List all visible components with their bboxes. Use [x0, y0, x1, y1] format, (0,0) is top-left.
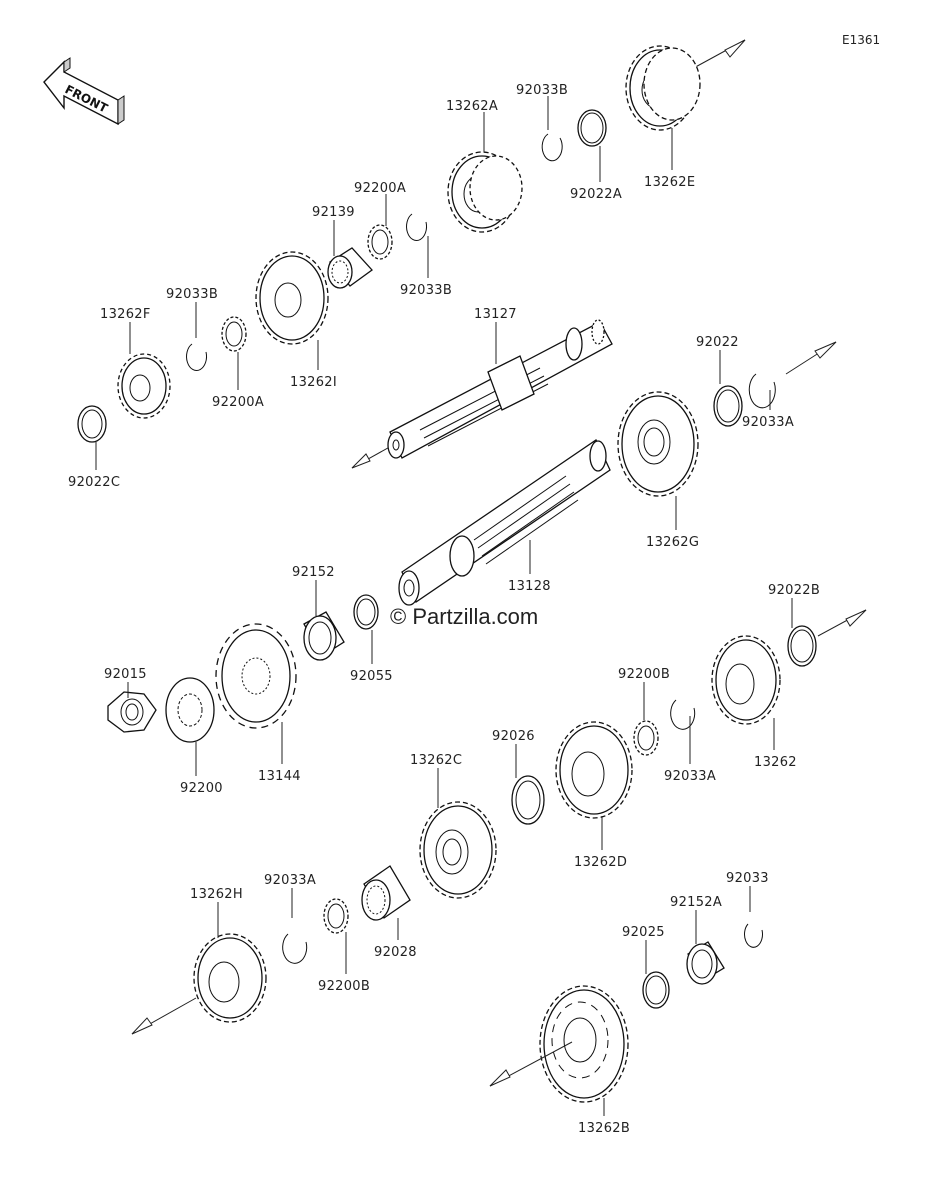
label-13262I: 13262I: [290, 375, 337, 390]
label-92028: 92028: [374, 945, 417, 960]
label-92055: 92055: [350, 669, 393, 684]
washer-92200B-low: [323, 898, 349, 934]
label-92033B-left: 92033B: [166, 287, 218, 302]
washer-92025: [642, 971, 670, 1009]
gear-13262A: [447, 151, 523, 233]
label-13262D: 13262D: [574, 855, 627, 870]
label-92033A-right: 92033A: [742, 415, 794, 430]
bearing-92028: [361, 865, 411, 921]
leader-lines: [95, 96, 793, 1116]
label-13262C: 13262C: [410, 753, 462, 768]
circlip-92033B-mid: [406, 213, 427, 241]
label-13262E: 13262E: [644, 175, 695, 190]
label-13127: 13127: [474, 307, 517, 322]
gear-13262E: [625, 45, 701, 131]
label-13262F: 13262F: [100, 307, 151, 322]
label-92200A-top: 92200A: [354, 181, 406, 196]
washer-92200A-top: [367, 224, 393, 260]
label-13144: 13144: [258, 769, 301, 784]
circlip-92033B-left: [186, 343, 207, 371]
label-92200A-left: 92200A: [212, 395, 264, 410]
label-92026: 92026: [492, 729, 535, 744]
label-92033: 92033: [726, 871, 769, 886]
label-92025: 92025: [622, 925, 665, 940]
label-92200B-low: 92200B: [318, 979, 370, 994]
label-13262A: 13262A: [446, 99, 498, 114]
label-13262G: 13262G: [646, 535, 699, 550]
circlip-92033A-right: [748, 373, 776, 409]
washer-92022: [713, 385, 743, 427]
washer-92022B: [787, 625, 817, 667]
circlip-92033A-low: [282, 933, 308, 964]
shaft-13128: [398, 439, 611, 606]
gear-13262: [711, 635, 781, 725]
label-92139: 92139: [312, 205, 355, 220]
gear-13262F: [117, 353, 171, 419]
label-92152: 92152: [292, 565, 335, 580]
gear-13262I: [255, 251, 329, 345]
circlip-92033: [744, 923, 763, 948]
label-92033A-mid: 92033A: [664, 769, 716, 784]
label-13262B: 13262B: [578, 1121, 630, 1136]
washer-92200: [165, 677, 215, 743]
label-92022: 92022: [696, 335, 739, 350]
bearing-92139: [327, 247, 373, 289]
label-13128: 13128: [508, 579, 551, 594]
circlip-92033B-top: [541, 133, 563, 162]
label-92033B-top: 92033B: [516, 83, 568, 98]
label-92015: 92015: [104, 667, 147, 682]
washer-92022A: [577, 109, 607, 147]
gear-13262H: [193, 933, 267, 1023]
label-13262: 13262: [754, 755, 797, 770]
sprocket-13144: [215, 623, 297, 729]
shaft-13127: [351, 319, 613, 469]
collar-92152: [303, 611, 345, 661]
collar-92152A: [686, 941, 725, 985]
label-13262H: 13262H: [190, 887, 243, 902]
label-92033A-low: 92033A: [264, 873, 316, 888]
front-arrow-icon: FRONT: [43, 57, 125, 126]
gear-13262D: [555, 721, 633, 819]
gear-13262C: [419, 801, 497, 899]
oring-92055: [353, 594, 379, 630]
label-92022B: 92022B: [768, 583, 820, 598]
gear-13262B: [539, 985, 629, 1103]
washer-92026: [511, 775, 545, 825]
label-92033B-mid: 92033B: [400, 283, 452, 298]
label-92152A: 92152A: [670, 895, 722, 910]
washer-92022C: [77, 405, 107, 443]
diagram-code: E1361: [842, 33, 880, 47]
washer-92200B-right: [633, 720, 659, 756]
label-92200: 92200: [180, 781, 223, 796]
watermark-text: © Partzilla.com: [390, 604, 538, 629]
nut-92015: [107, 691, 157, 733]
label-92200B-right: 92200B: [618, 667, 670, 682]
gear-13262G: [617, 391, 699, 497]
label-92022C: 92022C: [68, 475, 120, 490]
label-92022A: 92022A: [570, 187, 622, 202]
washer-92200A-left: [221, 316, 247, 352]
circlip-92033A-mid: [670, 699, 696, 730]
